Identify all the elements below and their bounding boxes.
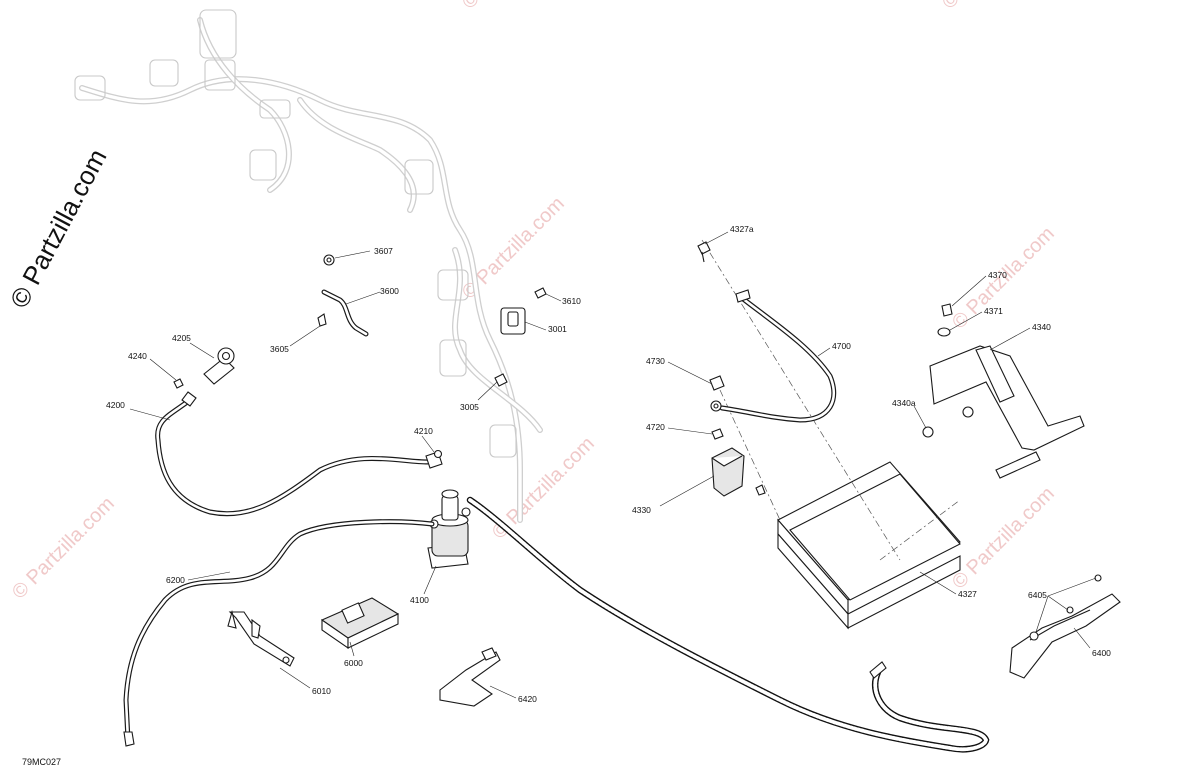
- callout-4370: 4370: [988, 270, 1007, 280]
- callout-4100: 4100: [410, 595, 429, 605]
- diagram-reference: 79MC027: [22, 757, 61, 767]
- callout-4730: 4730: [646, 356, 665, 366]
- ground-strap-3600: [317, 254, 369, 337]
- watermark-text: © Partzilla.com: [938, 0, 1049, 14]
- callout-6000: 6000: [344, 658, 363, 668]
- bracket-6400: [1009, 574, 1121, 679]
- strap-4700: [710, 289, 837, 423]
- brand-watermark: © Partzilla.com: [4, 144, 113, 313]
- main-battery-cable: [466, 496, 990, 753]
- bolt-4327a: [697, 241, 711, 263]
- callout-3605: 3605: [270, 344, 289, 354]
- hardware-4730-4720: [709, 375, 766, 496]
- callout-4205: 4205: [172, 333, 191, 343]
- bracket-6420: [439, 647, 501, 707]
- callout-4330: 4330: [632, 505, 651, 515]
- module-6000: [320, 597, 400, 650]
- callout-4327: 4327: [958, 589, 977, 599]
- callout-3001: 3001: [548, 324, 567, 334]
- ghost-wiring-harness: [74, 9, 543, 523]
- cable-6200: [123, 519, 435, 747]
- callout-6420: 6420: [518, 694, 537, 704]
- terminal-boot-4205: [173, 347, 235, 389]
- callout-4720: 4720: [646, 422, 665, 432]
- callout-4327a: 4327a: [730, 224, 754, 234]
- callout-3005: 3005: [460, 402, 479, 412]
- bracket-6010: [227, 609, 295, 667]
- callout-6200: 6200: [166, 575, 185, 585]
- callout-4371: 4371: [984, 306, 1003, 316]
- callout-4340: 4340: [1032, 322, 1051, 332]
- alignment-lines: [701, 239, 961, 561]
- watermark-text: © Partzilla.com: [8, 493, 119, 604]
- callout-4340a: 4340a: [892, 398, 916, 408]
- callout-4210: 4210: [414, 426, 433, 436]
- bracket-4340: [922, 303, 1085, 479]
- callout-4200: 4200: [106, 400, 125, 410]
- solenoid-4100: [427, 489, 471, 569]
- callout-4240: 4240: [128, 351, 147, 361]
- watermark-text: © Partzilla.com: [458, 0, 569, 14]
- leader-lines: [129, 231, 1097, 699]
- callout-6010: 6010: [312, 686, 331, 696]
- callout-4700: 4700: [832, 341, 851, 351]
- connector-3001: [494, 287, 547, 387]
- callout-6405: 6405: [1028, 590, 1047, 600]
- callout-3610: 3610: [562, 296, 581, 306]
- battery-4327: [777, 461, 961, 630]
- cover-4330: [711, 447, 745, 497]
- callout-3607: 3607: [374, 246, 393, 256]
- watermark-text: © Partzilla.com: [948, 483, 1059, 594]
- cable-4200: [155, 391, 443, 517]
- callout-labels: 3607 3600 3605 3610 3001 3005 4205 4240 …: [106, 224, 1111, 704]
- callout-3600: 3600: [380, 286, 399, 296]
- callout-6400: 6400: [1092, 648, 1111, 658]
